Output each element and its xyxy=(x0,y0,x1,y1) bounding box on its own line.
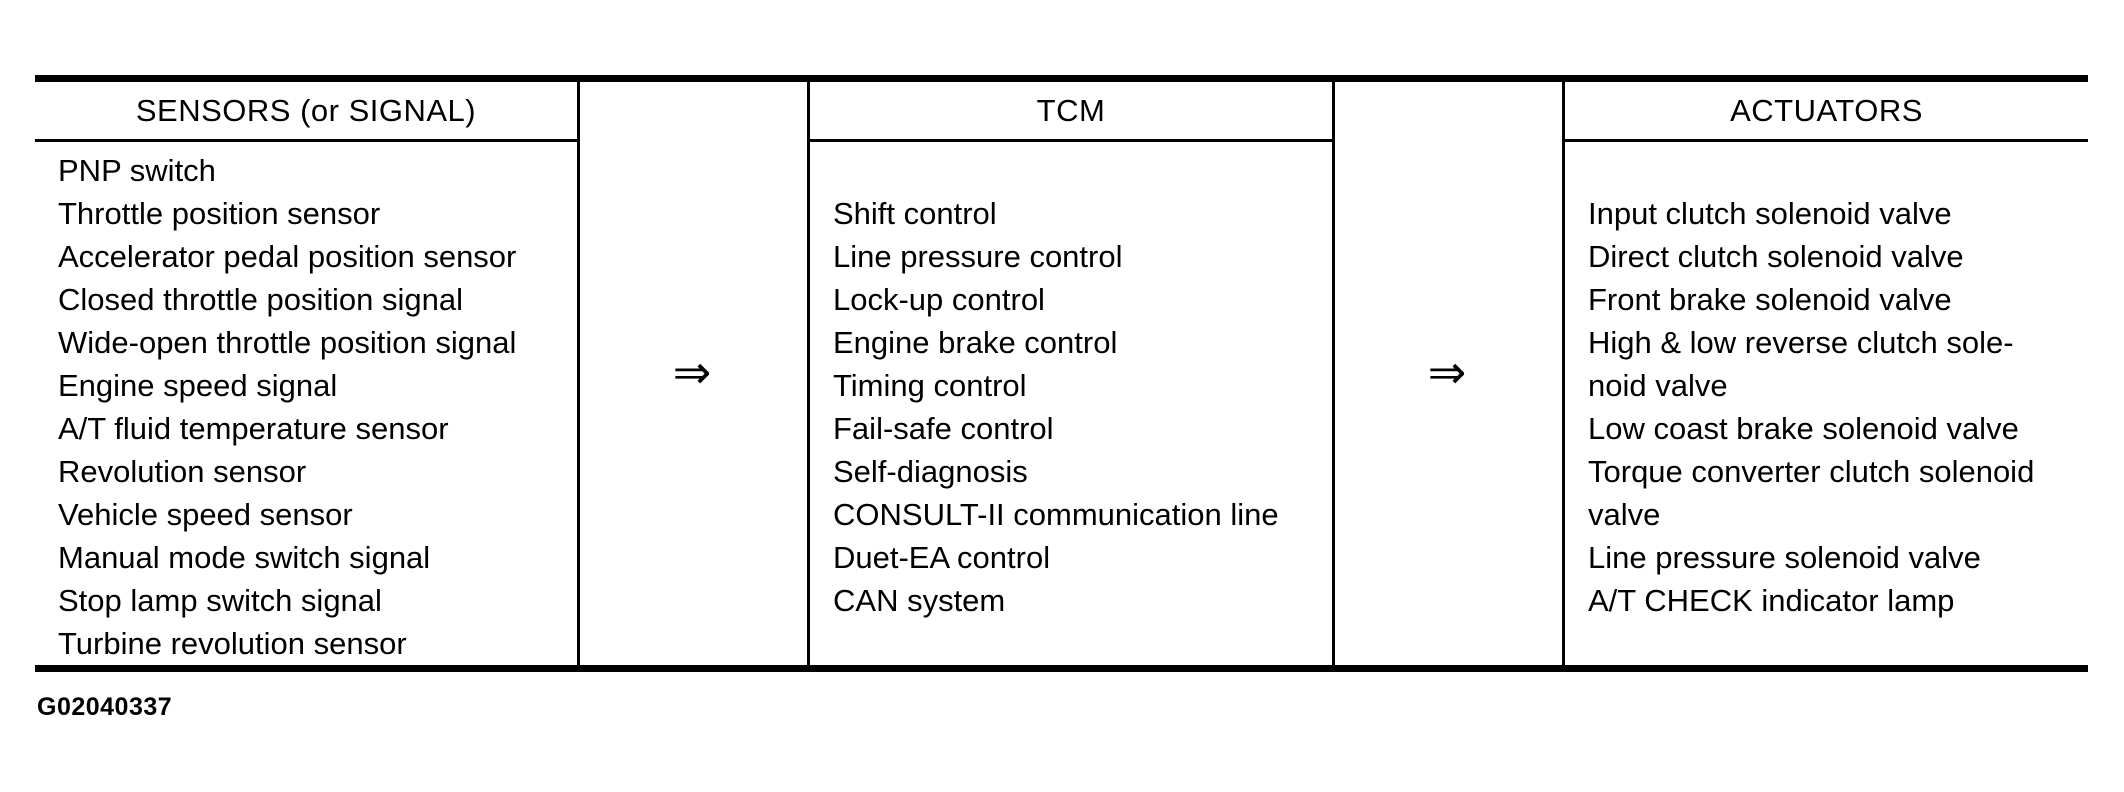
sensor-item: PNP switch xyxy=(58,153,216,188)
column-divider xyxy=(807,82,810,665)
sensor-item: Vehicle speed sensor xyxy=(58,497,353,532)
tcm-column-header: TCM xyxy=(1036,92,1106,128)
actuator-item: Direct clutch solenoid valve xyxy=(1588,239,1964,274)
column-divider xyxy=(1332,82,1335,665)
header-underline xyxy=(35,139,577,142)
actuator-item: valve xyxy=(1588,497,1661,532)
sensor-item: Stop lamp switch signal xyxy=(58,583,382,618)
tcm-function-item: CAN system xyxy=(833,583,1006,618)
actuator-item: A/T CHECK indicator lamp xyxy=(1588,583,1955,618)
sensor-item: Closed throttle position signal xyxy=(58,282,463,317)
tcm-function-item: Line pressure control xyxy=(833,239,1123,274)
tcm-function-item: Timing control xyxy=(833,368,1027,403)
sensor-item: Accelerator pedal position sensor xyxy=(58,239,517,274)
sensor-item: A/T fluid temperature sensor xyxy=(58,411,449,446)
right-double-arrow-icon: ⇒ xyxy=(1427,345,1467,399)
sensor-item: Wide-open throttle position signal xyxy=(58,325,517,360)
tcm-function-item: Engine brake control xyxy=(833,325,1118,360)
actuator-item: Front brake solenoid valve xyxy=(1588,282,1952,317)
tcm-function-item: Self-diagnosis xyxy=(833,454,1028,489)
tcm-function-item: Fail-safe control xyxy=(833,411,1054,446)
table-top-border xyxy=(35,75,2088,82)
sensor-item: Throttle position sensor xyxy=(58,196,381,231)
tcm-function-item: Lock-up control xyxy=(833,282,1045,317)
sensors-column-header: SENSORS (or SIGNAL) xyxy=(135,92,477,128)
column-divider xyxy=(1562,82,1565,665)
tcm-function-item: Shift control xyxy=(833,196,997,231)
column-divider xyxy=(577,82,580,665)
right-double-arrow-icon: ⇒ xyxy=(672,345,712,399)
tcm-function-item: Duet-EA control xyxy=(833,540,1051,575)
actuator-item: High & low reverse clutch sole- xyxy=(1588,325,2014,360)
table-bottom-border xyxy=(35,665,2088,672)
tcm-function-item: CONSULT-II communication line xyxy=(833,497,1279,532)
sensor-item: Engine speed signal xyxy=(58,368,338,403)
actuator-item: Line pressure solenoid valve xyxy=(1588,540,1981,575)
sensor-item: Turbine revolution sensor xyxy=(58,626,407,661)
sensor-item: Manual mode switch signal xyxy=(58,540,431,575)
actuator-item: Low coast brake solenoid valve xyxy=(1588,411,2019,446)
actuator-item: noid valve xyxy=(1588,368,1728,403)
header-underline xyxy=(810,139,1332,142)
actuator-item: Torque converter clutch solenoid xyxy=(1588,454,2035,489)
figure-id-label: G02040337 xyxy=(37,693,173,721)
actuators-column-header: ACTUATORS xyxy=(1730,92,1923,128)
actuator-item: Input clutch solenoid valve xyxy=(1588,196,1952,231)
sensor-item: Revolution sensor xyxy=(58,454,307,489)
header-underline xyxy=(1565,139,2088,142)
